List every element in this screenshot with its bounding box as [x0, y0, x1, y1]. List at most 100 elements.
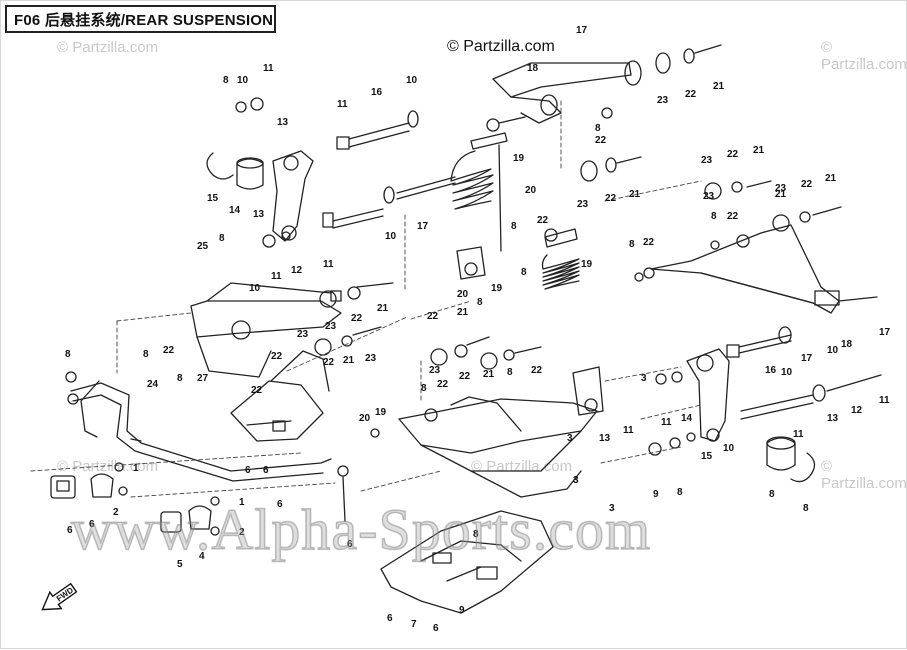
part-callout: 6	[277, 499, 283, 510]
part-callout: 22	[643, 237, 655, 248]
part-callout: 6	[347, 539, 353, 550]
part-callout: 11	[623, 425, 634, 436]
part-callout: 22	[801, 179, 813, 190]
part-callout: 3	[567, 433, 573, 444]
part-callout: 11	[879, 395, 890, 406]
part-callout: 22	[351, 313, 363, 324]
part-callout: 21	[483, 369, 495, 380]
part-callout: 23	[325, 321, 337, 332]
part-callout: 24	[147, 379, 159, 390]
part-callout: 10	[406, 75, 418, 86]
part-callout: 8	[507, 367, 513, 378]
part-callout: 8	[595, 123, 601, 134]
part-callout: 8	[421, 383, 427, 394]
shock-absorber-1	[450, 116, 526, 280]
bushing-clamps	[50, 462, 220, 536]
part-callout: 6	[387, 613, 393, 624]
part-callout: 17	[879, 327, 891, 338]
part-callout: 10	[827, 345, 839, 356]
part-callout: 11	[271, 271, 282, 282]
part-callout: 6	[89, 519, 95, 530]
part-callout: 13	[827, 413, 839, 424]
part-callout: 11	[793, 429, 804, 440]
part-callout: 22	[727, 149, 739, 160]
part-callout: 11	[337, 99, 348, 110]
part-callout: 8	[803, 503, 809, 514]
part-callout: 12	[851, 405, 863, 416]
part-callout: 27	[197, 373, 209, 384]
part-callout: 22	[437, 379, 449, 390]
part-callout: 18	[527, 63, 539, 74]
faint-watermark-top-left: © Partzilla.com	[57, 39, 159, 56]
part-callout: 6	[433, 623, 439, 634]
part-callout: 22	[727, 211, 739, 222]
part-callout: 22	[531, 365, 543, 376]
part-callout: 14	[229, 205, 241, 216]
part-callout: 22	[605, 193, 617, 204]
part-callout: 8	[769, 489, 775, 500]
part-callout: 23	[703, 191, 715, 202]
part-callout: 21	[753, 145, 765, 156]
part-callout: 15	[207, 193, 219, 204]
part-callout: 9	[459, 605, 465, 616]
part-callout: 13	[599, 433, 611, 444]
part-callout: 8	[219, 233, 225, 244]
diagram-title: F06 后悬挂系统/REAR SUSPENSION	[5, 5, 276, 33]
upper-arm-right	[634, 180, 878, 314]
part-callout: 17	[801, 353, 813, 364]
part-callout: 7	[411, 619, 417, 630]
part-callout: 14	[681, 413, 693, 424]
part-callout: 21	[457, 307, 469, 318]
part-callout: 4	[199, 551, 205, 562]
fwd-arrow: FWD	[41, 582, 78, 611]
shock-absorber-2	[541, 228, 604, 416]
part-callout: 22	[685, 89, 697, 100]
part-callout: 25	[197, 241, 209, 252]
part-callout: 20	[525, 185, 537, 196]
part-callout: 22	[537, 215, 549, 226]
part-callout: 10	[723, 443, 735, 454]
faint-watermark-top-right: © Partzilla.com	[821, 39, 907, 73]
part-callout: 22	[271, 351, 283, 362]
part-callout: 8	[677, 487, 683, 498]
part-callout: 6	[245, 465, 251, 476]
part-callout: 8	[177, 373, 183, 384]
part-callout: 19	[513, 153, 525, 164]
part-callout: 22	[251, 385, 263, 396]
part-callout: 21	[825, 173, 837, 184]
part-callout: 3	[573, 475, 579, 486]
part-callout: 19	[375, 407, 387, 418]
part-callout: 8	[223, 75, 229, 86]
part-callout: 23	[577, 199, 589, 210]
part-callout: 18	[841, 339, 853, 350]
part-callout: 6	[67, 525, 73, 536]
part-callout: 3	[609, 503, 615, 514]
part-callout: 15	[701, 451, 713, 462]
big-watermark: www.Alpha-Sports.com	[70, 496, 652, 563]
skid-plate-center	[380, 510, 554, 614]
part-callout: 11	[263, 63, 274, 74]
faint-watermark-bottom-right: © Partzilla.com	[821, 458, 907, 492]
part-callout: 16	[765, 365, 777, 376]
part-callout: 20	[359, 413, 371, 424]
part-callout: 6	[263, 465, 269, 476]
part-callout: 16	[371, 87, 383, 98]
part-callout: 17	[576, 25, 588, 36]
copyright-notice: © Partzilla.com	[447, 38, 555, 55]
bearing-housing-left	[206, 97, 456, 248]
part-callout: 22	[595, 135, 607, 146]
part-callout: 8	[511, 221, 517, 232]
part-callout: 8	[711, 211, 717, 222]
part-callout: 1	[239, 497, 245, 508]
part-callout: 8	[65, 349, 71, 360]
part-callout: 22	[323, 357, 335, 368]
skid-plate-left	[230, 350, 330, 442]
part-callout: 3	[641, 373, 647, 384]
part-callout: 11	[661, 417, 672, 428]
part-callout: 23	[429, 365, 441, 376]
part-callout: 21	[377, 303, 389, 314]
part-callout: 17	[417, 221, 429, 232]
part-callout: 12	[291, 265, 303, 276]
part-callout: 1	[133, 463, 139, 474]
part-callout: 19	[491, 283, 503, 294]
